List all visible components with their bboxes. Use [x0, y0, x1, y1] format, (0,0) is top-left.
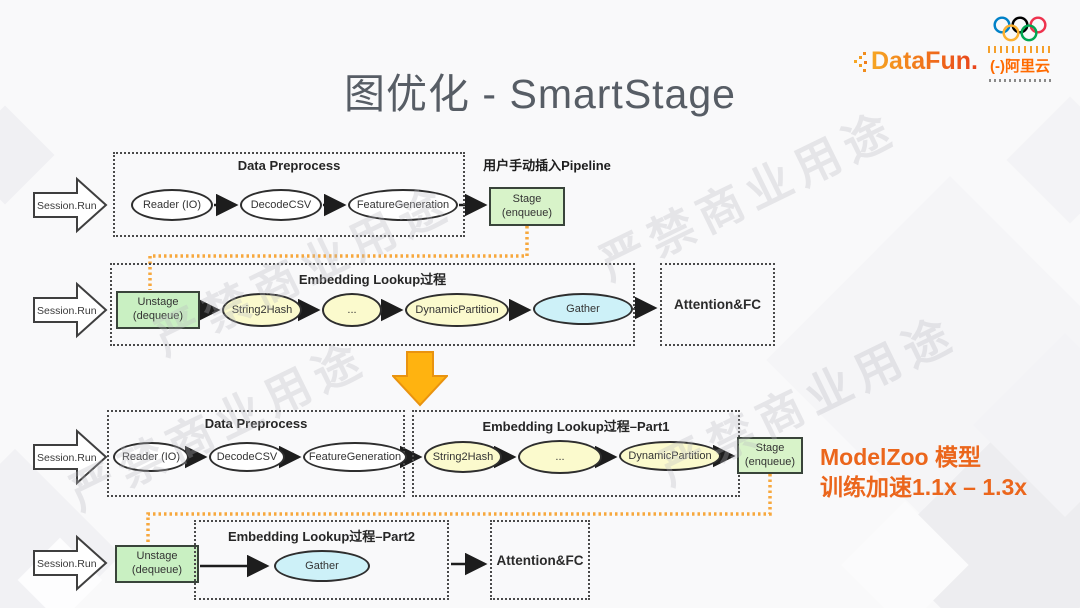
rays-icon: [988, 46, 1052, 53]
session-run-label: Session.Run: [37, 558, 97, 570]
stage-sublabel: (enqueue): [744, 455, 796, 468]
op-decodecsv: DecodeCSV: [240, 189, 322, 221]
session-run-arrow: Session.Run: [33, 281, 108, 339]
op-dynamicpartition-1: DynamicPartition: [405, 293, 509, 327]
op-reader-io-2: Reader (IO): [113, 442, 189, 472]
group-data-preprocess-1: Data Preprocess: [113, 152, 465, 237]
session-run-arrow: Session.Run: [33, 534, 108, 592]
box-attention-fc-2: Attention&FC: [490, 520, 590, 600]
session-run-arrow: Session.Run: [33, 176, 108, 234]
op-ellipsis-2: ...: [518, 440, 602, 474]
alicloud-logo: (-)阿里云: [972, 16, 1068, 82]
stage-label: Stage: [755, 441, 785, 454]
op-featuregeneration-2: FeatureGeneration: [303, 442, 407, 472]
stage-sublabel: (enqueue): [501, 206, 553, 219]
op-ellipsis-1: ...: [322, 293, 382, 327]
group-label: Data Preprocess: [237, 158, 341, 173]
unstage-sublabel: (dequeue): [131, 564, 183, 576]
session-run-arrow: Session.Run: [33, 428, 108, 486]
speedup-line2: 训练加速1.1x – 1.3x: [820, 474, 1028, 500]
op-gather-1: Gather: [533, 293, 633, 325]
session-run-label: Session.Run: [37, 200, 97, 212]
op-stage-enqueue-1: Stage (enqueue): [489, 187, 565, 226]
op-reader-io: Reader (IO): [131, 189, 213, 221]
unstage-label: Unstage: [137, 296, 179, 309]
olympic-rings-icon: [993, 16, 1047, 42]
session-run-label: Session.Run: [37, 452, 97, 464]
alicloud-logo-text: (-)阿里云: [990, 58, 1050, 75]
group-embedding-lookup: Embedding Lookup过程: [110, 263, 635, 346]
op-string2hash-1: String2Hash: [222, 293, 302, 327]
unstage-sublabel: (dequeue): [132, 310, 184, 322]
speedup-highlight: ModelZoo 模型 训练加速1.1x – 1.3x: [820, 442, 1027, 502]
op-featuregeneration: FeatureGeneration: [348, 189, 458, 221]
op-decodecsv-2: DecodeCSV: [209, 442, 285, 472]
speedup-line1: ModelZoo 模型: [820, 444, 981, 470]
group-label: Data Preprocess: [204, 416, 308, 431]
datafun-pixels-icon: [854, 51, 867, 72]
group-embedding-lookup-part2: Embedding Lookup过程–Part2: [194, 520, 449, 600]
page-title: 图优化 - SmartStage: [344, 71, 736, 117]
op-unstage-dequeue-2: Unstage (dequeue): [115, 545, 199, 583]
big-down-arrow-icon: [392, 351, 448, 407]
op-stage-enqueue-2: Stage (enqueue): [737, 437, 803, 474]
box-attention-fc-1: Attention&FC: [660, 263, 775, 346]
session-run-label: Session.Run: [37, 305, 97, 317]
datafun-logo: DataFun.: [853, 47, 978, 76]
group-label: Embedding Lookup过程–Part1: [482, 419, 670, 434]
alicloud-tagline-dots: [989, 79, 1051, 82]
op-unstage-dequeue-1: Unstage (dequeue): [116, 291, 200, 329]
pipeline-note: 用户手动插入Pipeline: [483, 158, 611, 173]
unstage-label: Unstage: [136, 550, 178, 563]
group-label: Embedding Lookup过程: [298, 272, 447, 287]
op-dynamicpartition-2: DynamicPartition: [619, 441, 721, 471]
group-label: Embedding Lookup过程–Part2: [227, 529, 416, 544]
op-gather-2: Gather: [274, 550, 370, 582]
datafun-logo-text: DataFun.: [871, 47, 978, 75]
stage-label: Stage: [512, 192, 542, 205]
op-string2hash-2: String2Hash: [424, 441, 502, 473]
